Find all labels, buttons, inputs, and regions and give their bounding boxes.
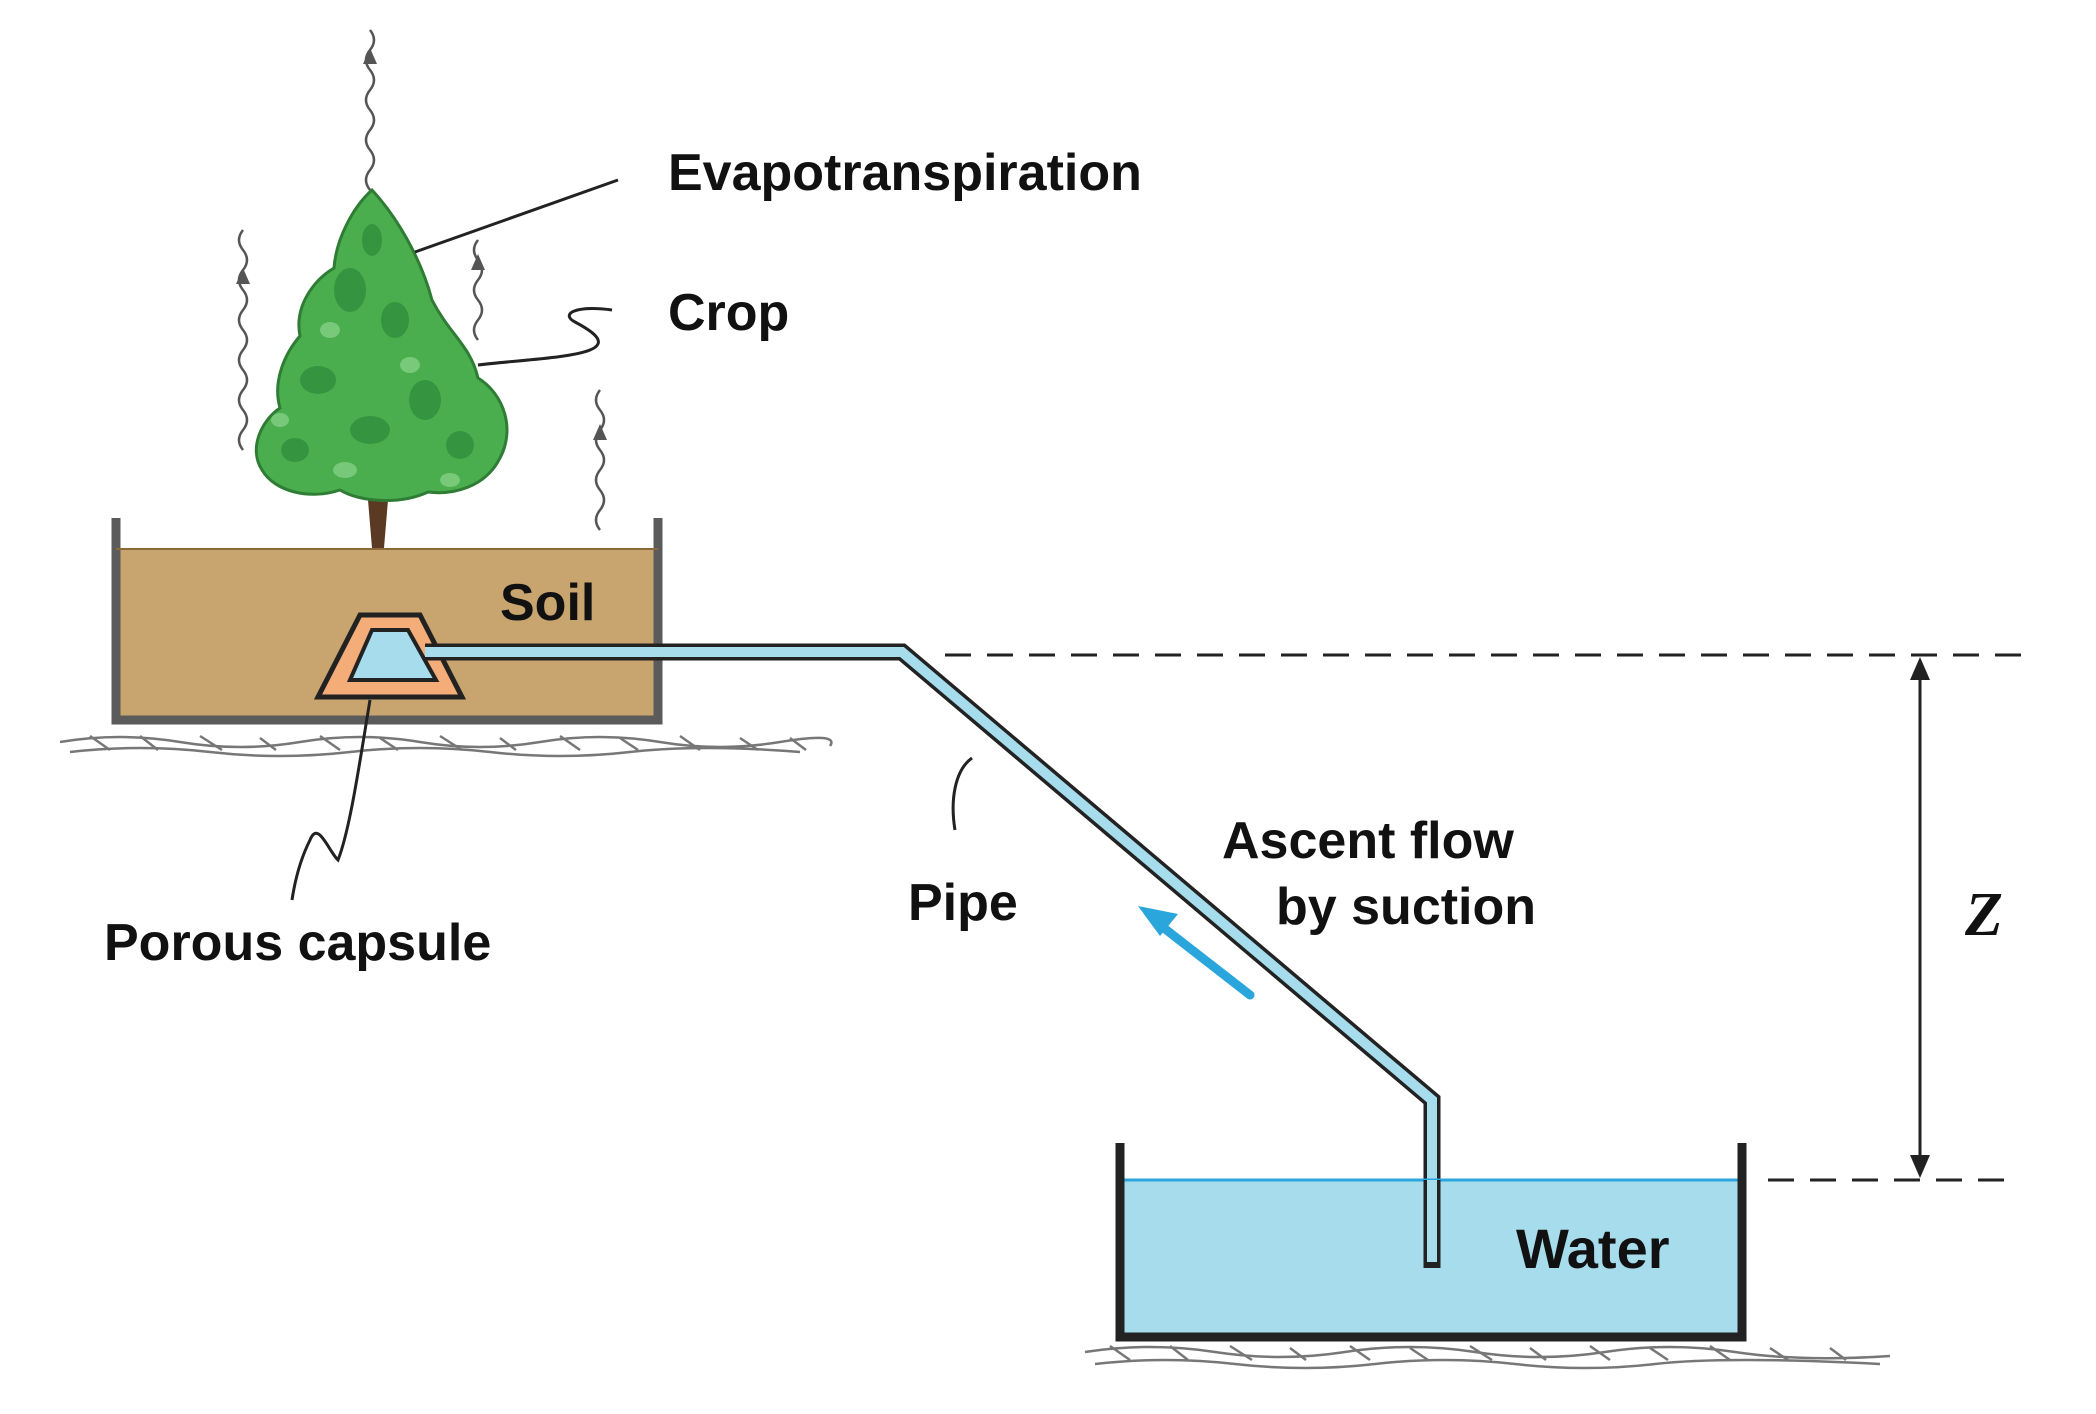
vapor-arrow-2	[236, 229, 250, 451]
vapor-arrow-1	[363, 29, 377, 191]
pipe-leader	[951, 756, 973, 831]
crop-label: Crop	[668, 284, 789, 342]
crop-tree	[254, 187, 509, 548]
ground-hatching-right	[1084, 1344, 1891, 1370]
soil-container	[111, 518, 663, 725]
vapor-arrow-4	[593, 389, 607, 531]
porous-capsule-label: Porous capsule	[104, 914, 491, 972]
soil-label: Soil	[500, 574, 595, 632]
pipe-inner	[425, 647, 1437, 1268]
water-label: Water	[1516, 1217, 1670, 1280]
tree-foliage	[254, 187, 509, 502]
ascent-flow-label-line1: Ascent flow	[1222, 812, 1514, 870]
height-dimension-arrow	[1910, 657, 1930, 1178]
water-tank	[1115, 1143, 1747, 1342]
porous-capsule-core	[346, 628, 440, 682]
height-label: Z	[1964, 881, 2003, 949]
ascent-flow-arrow	[1138, 906, 1255, 1000]
evapotranspiration-arrows	[236, 29, 607, 531]
pipe-label: Pipe	[908, 874, 1018, 932]
vapor-arrow-3	[471, 239, 485, 341]
ground-hatching-left	[59, 734, 833, 758]
ascent-flow-label-line2: by suction	[1276, 878, 1536, 936]
evapotranspiration-leader	[414, 178, 619, 254]
porous-capsule-leader	[290, 699, 372, 901]
crop-leader	[477, 307, 613, 367]
evapotranspiration-label: Evapotranspiration	[668, 144, 1142, 202]
pipe	[425, 643, 1441, 1268]
